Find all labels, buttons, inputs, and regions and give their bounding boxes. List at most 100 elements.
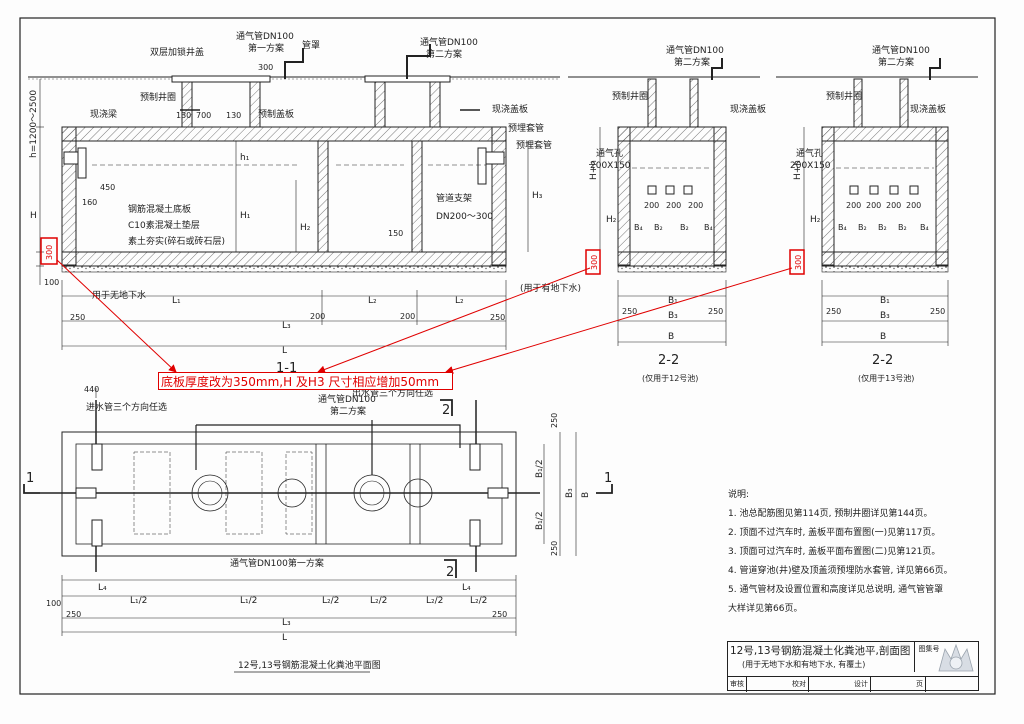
s22a-B: B [668, 332, 674, 342]
plan-L1h1: L₁/2 [130, 596, 147, 606]
plan-d250b: 250 [492, 610, 507, 619]
plan-vent1b: 第二方案 [330, 405, 366, 417]
s22b-250b: 250 [930, 307, 945, 316]
s22a-base: 300 [590, 255, 599, 270]
plan-B3: B₃ [565, 488, 575, 498]
dim-base-300: 300 [45, 245, 54, 260]
s22b-b5: B₄ [920, 223, 929, 232]
title-block-subtitle: (用于无地下水和有地下水, 有覆土) [742, 660, 866, 669]
label-h-range: h=1200～2500 [29, 90, 39, 158]
label-L3: L₃ [282, 321, 291, 331]
plan-B: B [581, 492, 591, 498]
label-soil: 素土夯实(碎石或砖石层) [128, 235, 225, 247]
plan-B1h2: B₁/2 [535, 511, 545, 530]
s22a-b3: B₂ [680, 223, 689, 232]
plan-L1h2: L₁/2 [240, 596, 257, 606]
label-L2b: L₂ [455, 296, 464, 306]
label-with-groundwater: (用于有地下水) [520, 282, 581, 294]
plan-d250c: 250 [550, 413, 559, 428]
dim-200b: 200 [400, 312, 415, 321]
s22a-b1: B₄ [634, 223, 643, 232]
s22b-b4: B₂ [898, 223, 907, 232]
s22a-dim-3: 200 [688, 201, 703, 210]
dim-150: 150 [388, 229, 403, 238]
s22a-scheme: 第二方案 [674, 56, 710, 68]
section-2-2-no12: 通气管DN100 第二方案 预制井圈 现浇盖板 通气孔 200X150 200 … [568, 44, 766, 383]
dim-160: 160 [82, 198, 97, 207]
notes-heading: 说明: [728, 490, 750, 500]
label-L1: L₁ [172, 296, 181, 306]
label-vent-top2: 通气管DN100 [420, 36, 478, 48]
dim-200a: 200 [310, 312, 325, 321]
s22a-hole-size: 200X150 [590, 161, 631, 171]
label-precast-ring: 预制井圈 [140, 91, 176, 103]
label-H1: H₁ [240, 211, 251, 221]
s22b-B3: B₃ [880, 311, 890, 321]
s22b-B1: B₁ [880, 296, 890, 306]
dim-130a: 130 [176, 111, 191, 120]
label-anti-seep-1: 预埋套管 [508, 122, 544, 134]
s22b-dim-2: 200 [866, 201, 881, 210]
revision-note: 底板厚度改为350mm,H 及H3 尺寸相应增加50mm [158, 372, 453, 390]
label-anti-seep-2: 预埋套管 [516, 139, 552, 151]
s22b-ring: 预制井圈 [826, 90, 862, 102]
label-cast-slab: 现浇盖板 [492, 103, 528, 115]
s22b-dim-1: 200 [846, 201, 861, 210]
plan-vent2: 通气管DN100第一方案 [230, 557, 324, 569]
s22b-dim-4: 200 [906, 201, 921, 210]
plan-sec1b: 1 [604, 471, 612, 486]
s22a-B1: B₁ [668, 296, 678, 306]
plan-sec2b: 2 [442, 403, 450, 418]
s22a-slab: 现浇盖板 [730, 103, 766, 115]
s22b-base: 300 [794, 255, 803, 270]
label-H: H [30, 211, 37, 221]
notes-block: 说明: 1. 池总配筋图见第114页, 预制井圈详见第144页。 2. 顶面不过… [728, 486, 978, 619]
s22b-hole-size: 200X150 [790, 161, 831, 171]
s22b-dim-3: 200 [886, 201, 901, 210]
s22b-title: 2-2 [872, 353, 893, 368]
dim-250b: 250 [490, 313, 505, 322]
plan-title: 12号,13号钢筋混凝土化粪池平面图 [238, 659, 381, 671]
s22a-250a: 250 [622, 307, 637, 316]
s22b-H2: H₂ [810, 215, 821, 225]
sheet-border [19, 17, 996, 695]
plan-L: L [282, 633, 287, 643]
plan-B1h1: B₁/2 [535, 459, 545, 478]
atlas-number-cell: 图集号 [914, 642, 943, 672]
plan-L2h1: L₂/2 [322, 596, 339, 606]
note-item-5: 5. 通气管材及设置位置和高度详见总说明, 通气管管罩 [728, 585, 944, 595]
plan-view: 进水管三个方向任选 出水管三个方向任选 通气管DN100 第二方案 通气管DN1… [23, 385, 613, 673]
s22b-250a: 250 [826, 307, 841, 316]
s22b-b3: B₂ [878, 223, 887, 232]
dim-250a: 250 [70, 313, 85, 322]
plan-inlet: 进水管三个方向任选 [86, 401, 167, 413]
annotation-arrows [56, 259, 793, 374]
plan-L3: L₃ [282, 618, 291, 628]
label-cast-beam: 现浇梁 [90, 108, 117, 120]
s22b-b1: B₄ [838, 223, 847, 232]
dim-450: 450 [100, 183, 115, 192]
label-L2: L₂ [368, 296, 377, 306]
label-pipe-size: DN200～300 [436, 212, 493, 222]
plan-L2h2: L₂/2 [370, 596, 387, 606]
s22a-vent: 通气管DN100 [666, 44, 724, 56]
plan-vent1: 通气管DN100 [318, 393, 376, 405]
plan-d250a: 250 [66, 610, 81, 619]
s22a-subtitle: (仅用于12号池) [642, 373, 698, 383]
s22a-B3: B₃ [668, 311, 678, 321]
label-vent-scheme2: 第二方案 [426, 48, 462, 60]
note-item-6: 大样详见第66页。 [728, 604, 803, 614]
label-no-groundwater: 用于无地下水 [92, 289, 146, 301]
s22b-b2: B₂ [858, 223, 867, 232]
label-precast-slab: 预制盖板 [258, 108, 294, 120]
title-block: 12号,13号钢筋混凝土化粪池平,剖面图 (用于无地下水和有地下水, 有覆土) … [727, 641, 979, 692]
label-H2: H₂ [300, 223, 311, 233]
label-c10-base: C10素混凝土垫层 [128, 219, 200, 231]
sig-page: 页 [914, 677, 926, 692]
plan-L4b: L₄ [462, 583, 471, 593]
s22b-scheme: 第二方案 [878, 56, 914, 68]
dim-300: 300 [258, 63, 273, 72]
atlas-number-label: 图集号 [918, 645, 940, 653]
note-item-2: 2. 顶面不过汽车时, 盖板平面布置图(一)见第117页。 [728, 528, 941, 538]
plan-outlet: 出水管三个方向任选 [352, 387, 433, 399]
